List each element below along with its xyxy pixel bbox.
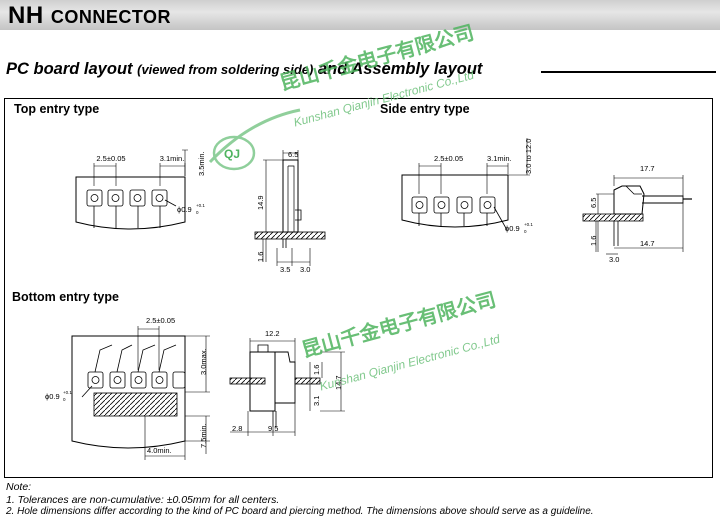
header-bar: NH CONNECTOR <box>0 0 720 30</box>
dim-side-length: 17.7 <box>640 164 655 173</box>
bottom-entry-title: Bottom entry type <box>12 290 119 304</box>
dim-hole-tol-minus-bottom: 0 <box>63 397 66 402</box>
dim-side-below: 1.6 <box>589 236 598 246</box>
dim-bottom-min: 4.0min. <box>147 446 172 455</box>
dim-top-height: 14.9 <box>256 195 265 210</box>
dim-edge-top: 3.1min. <box>160 154 185 163</box>
dim-side-range: 3.0 to 12.0 <box>524 139 533 174</box>
dim-bottom-a: 1.6 <box>312 365 321 375</box>
dim-side-height: 6.5 <box>589 198 598 208</box>
note-line-2: 2. Hole dimensions differ according to t… <box>6 506 594 517</box>
dim-side-span: 14.7 <box>640 239 655 248</box>
dim-hole-top: ϕ0.9 <box>177 205 192 214</box>
watermark-logo <box>208 108 301 171</box>
dim-bottom-b: 3.1 <box>312 396 321 406</box>
page-title: NH CONNECTOR <box>8 2 171 30</box>
dim-top-offset-a: 3.5 <box>280 265 290 274</box>
dim-top-below: 1.6 <box>256 252 265 262</box>
dim-hole-tol-plus-bottom: +0.1 <box>63 390 72 395</box>
dim-bottom-edge: 7.5min. <box>199 423 208 448</box>
dim-bottom-c: 2.8 <box>232 424 242 433</box>
dim-pitch-top: 2.5±0.05 <box>96 154 125 163</box>
section-title-tail: and Assembly layout <box>317 60 483 78</box>
top-entry-pcb <box>75 149 188 230</box>
dim-edge-side: 3.1min. <box>487 154 512 163</box>
bottom-entry-side-view <box>229 338 345 436</box>
section-title-paren: (viewed from soldering side) <box>137 62 314 77</box>
side-entry-side-view <box>582 175 692 255</box>
side-entry-title: Side entry type <box>380 102 470 116</box>
dim-hole-tol-plus-side: +0.1 <box>524 222 533 227</box>
side-entry-pcb <box>401 138 530 231</box>
dim-hole-tol-minus-side: 0 <box>524 229 527 234</box>
dim-pitch-bottom: 2.5±0.05 <box>146 316 175 325</box>
dim-edge-vertical-top: 3.5min. <box>197 151 206 176</box>
dim-hole-tol-plus-top: +0.1 <box>196 203 205 208</box>
title-label: CONNECTOR <box>50 7 172 27</box>
dim-bottom-d: 9.5 <box>268 424 278 433</box>
dim-top-width: 6.5 <box>288 150 298 159</box>
watermark-logo-text: QJ <box>224 147 240 161</box>
dim-top-offset-b: 3.0 <box>300 265 310 274</box>
title-rule <box>541 71 716 73</box>
dim-hole-side: ϕ0.9 <box>505 224 520 233</box>
dim-bottom-height: 14.7 <box>334 375 343 390</box>
note-line-1: 1. Tolerances are non-cumulative: ±0.05m… <box>6 494 280 506</box>
section-title: PC board layout (viewed from soldering s… <box>6 60 482 79</box>
note-label: Note: <box>6 481 32 493</box>
dim-bottom-max: 3.0max. <box>199 348 208 375</box>
top-entry-side-view <box>254 150 326 266</box>
dim-hole-tol-minus-top: 0 <box>196 210 199 215</box>
dim-hole-bottom: ϕ0.9 <box>45 392 60 401</box>
dim-side-offset: 3.0 <box>609 255 619 264</box>
dim-pitch-side: 2.5±0.05 <box>434 154 463 163</box>
section-title-main: PC board layout <box>6 60 133 78</box>
top-entry-title: Top entry type <box>14 102 100 116</box>
dim-bottom-width: 12.2 <box>265 329 280 338</box>
drawing-panel <box>4 98 713 478</box>
bottom-entry-pcb <box>71 326 210 460</box>
brand-label: NH <box>8 2 44 29</box>
